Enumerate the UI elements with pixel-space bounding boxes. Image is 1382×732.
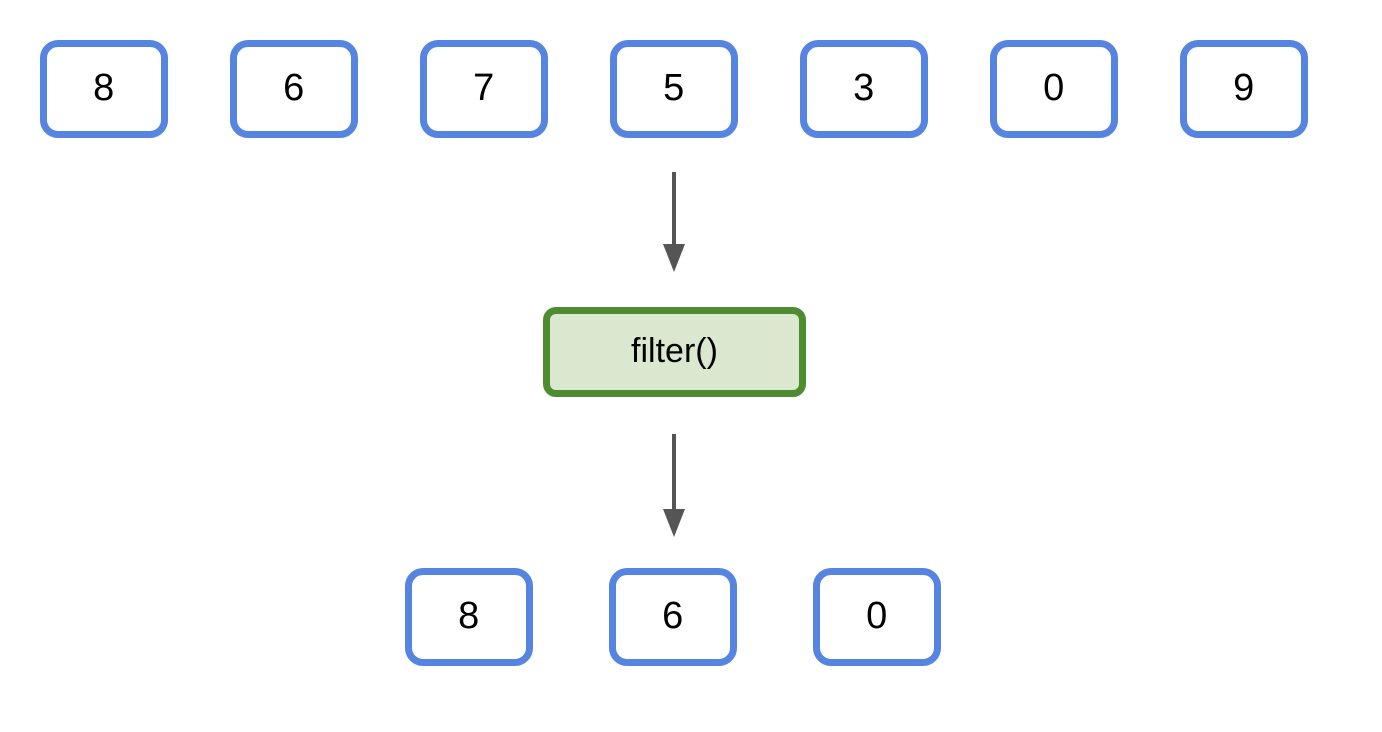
value-box-label: 0 bbox=[866, 595, 888, 637]
value-box[interactable]: 0 bbox=[990, 40, 1118, 138]
value-box[interactable]: 5 bbox=[610, 40, 738, 138]
arrow-filter-to-output-icon bbox=[663, 434, 685, 537]
arrow-input-to-filter-icon bbox=[663, 172, 685, 272]
value-box-label: 6 bbox=[662, 595, 684, 637]
value-box-label: 8 bbox=[93, 67, 115, 109]
value-box[interactable]: 8 bbox=[40, 40, 168, 138]
value-box-label: 5 bbox=[663, 67, 685, 109]
value-box[interactable]: 9 bbox=[1180, 40, 1308, 138]
value-box-label: 6 bbox=[283, 67, 305, 109]
filter-operation-label: filter() bbox=[631, 332, 718, 370]
value-box-label: 8 bbox=[458, 595, 480, 637]
value-box[interactable]: 6 bbox=[230, 40, 358, 138]
value-box[interactable]: 7 bbox=[420, 40, 548, 138]
value-box-label: 0 bbox=[1043, 67, 1065, 109]
value-box-label: 3 bbox=[853, 67, 875, 109]
value-box-label: 7 bbox=[473, 67, 495, 109]
value-box[interactable]: 8 bbox=[405, 568, 533, 666]
value-box[interactable]: 6 bbox=[609, 568, 737, 666]
filter-operation-node[interactable]: filter() bbox=[543, 307, 806, 397]
value-box[interactable]: 3 bbox=[800, 40, 928, 138]
value-box[interactable]: 0 bbox=[813, 568, 941, 666]
value-box-label: 9 bbox=[1233, 67, 1255, 109]
